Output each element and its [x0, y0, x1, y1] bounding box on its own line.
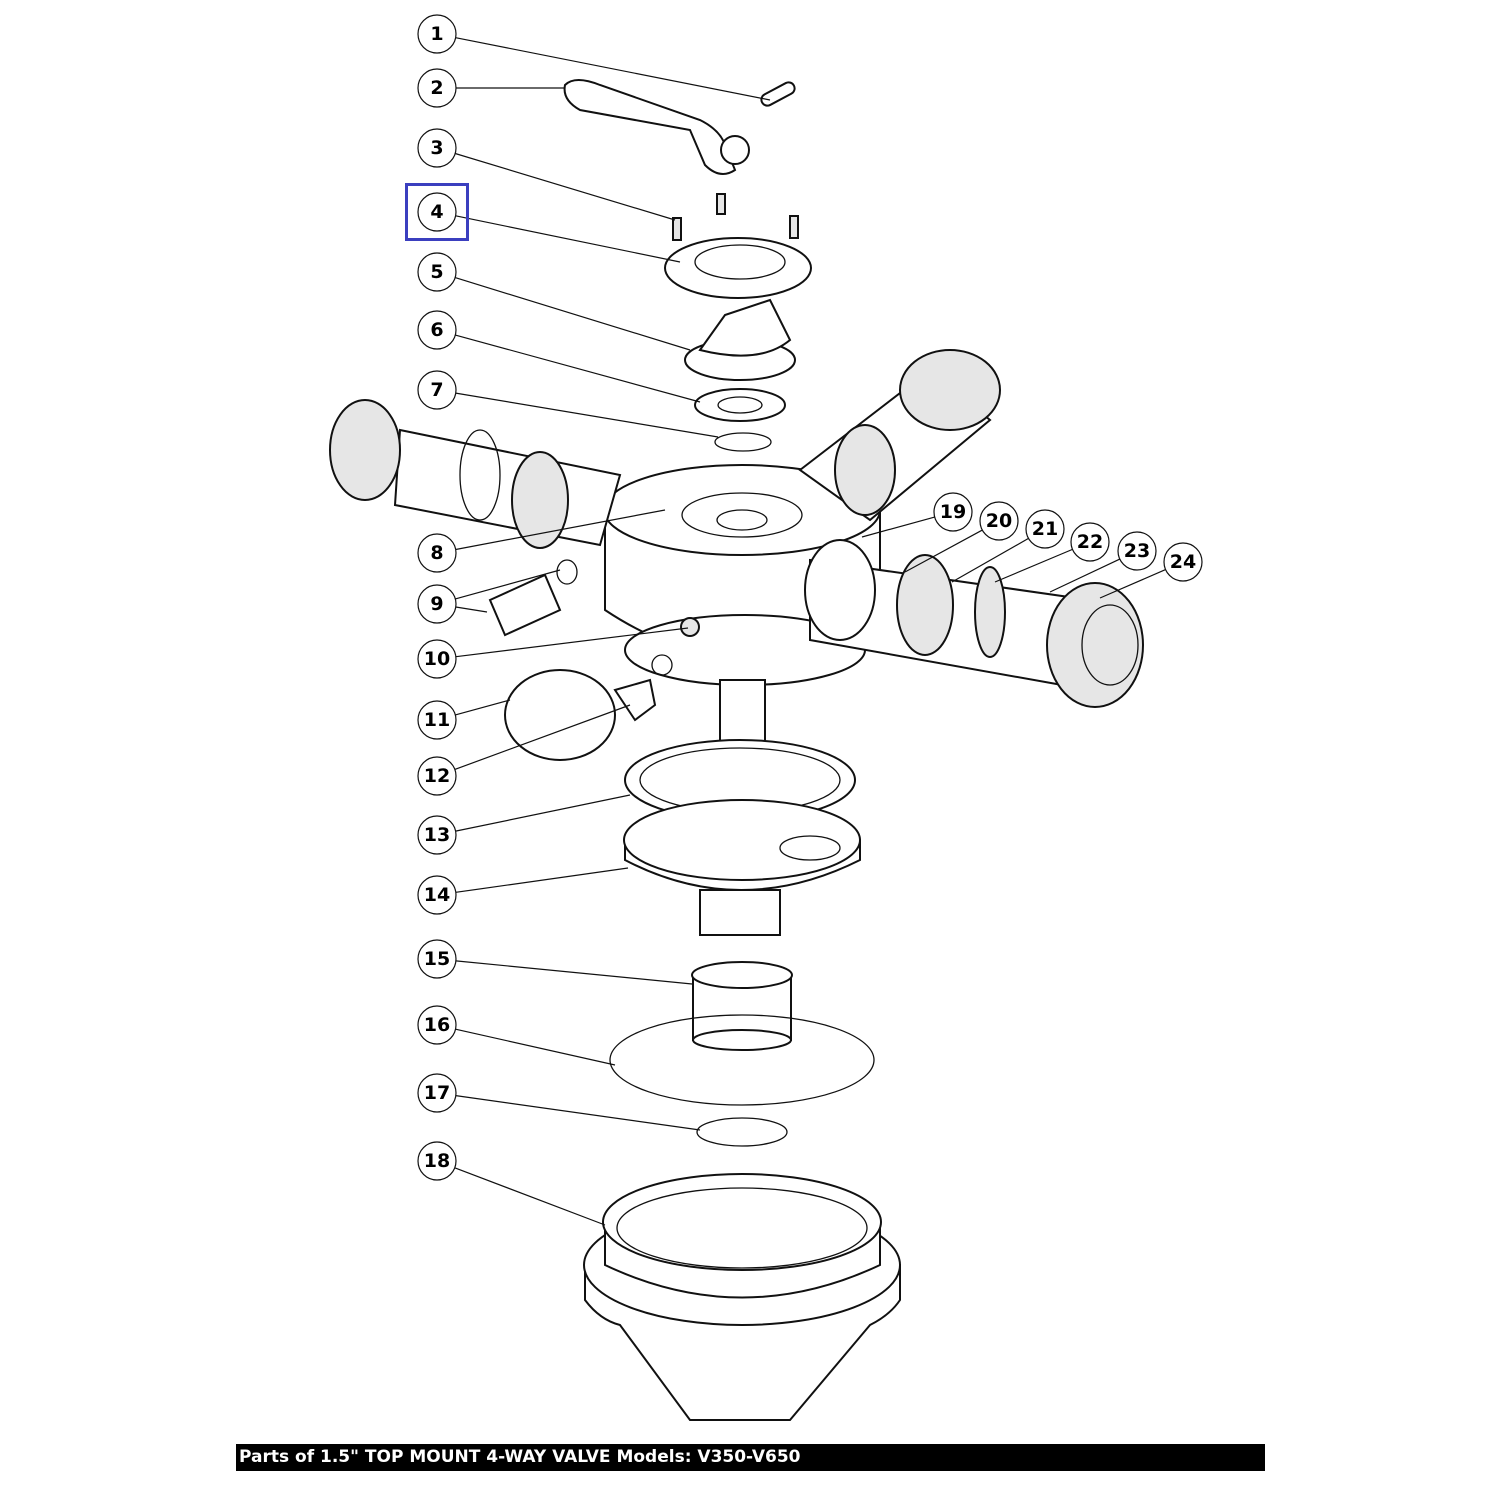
callout-label-7: 7	[430, 379, 443, 401]
leader-line	[951, 537, 1029, 583]
leader-line	[1099, 569, 1166, 599]
callout-circle-16	[417, 1005, 457, 1045]
callout-circle-10	[417, 639, 457, 679]
leader-line	[455, 1095, 701, 1131]
leader-line	[455, 606, 488, 613]
valve-parts	[329, 79, 1144, 1421]
leader-line	[454, 704, 631, 771]
callout-circle-3	[417, 128, 457, 168]
part-small-o-ring	[696, 1117, 788, 1147]
callout-circle-11	[417, 700, 457, 740]
callout-label-5: 5	[430, 261, 443, 283]
callout-circle-6	[417, 310, 457, 350]
diagram-caption: Parts of 1.5" TOP MOUNT 4-WAY VALVE Mode…	[236, 1444, 1265, 1471]
part-adapter	[691, 961, 793, 1051]
callout-label-17: 17	[424, 1082, 450, 1104]
callout-circle-5	[417, 252, 457, 292]
part-o-ring	[714, 432, 772, 452]
callout-label-21: 21	[1032, 518, 1058, 540]
callout-label-11: 11	[424, 709, 450, 731]
part-plug	[680, 617, 700, 637]
leader-line	[455, 569, 561, 600]
callout-label-2: 2	[430, 77, 443, 99]
leader-line	[455, 794, 631, 832]
leader-line	[454, 277, 691, 351]
leader-line	[455, 509, 666, 551]
callout-circle-4	[417, 192, 457, 232]
leader-line	[455, 1028, 616, 1066]
part-left-union	[329, 399, 622, 549]
callout-label-8: 8	[430, 542, 443, 564]
leader-line	[455, 960, 693, 985]
callout-label-20: 20	[986, 510, 1012, 532]
leader-line	[455, 627, 689, 658]
callout-circle-21	[1025, 509, 1065, 549]
callout-circle-13	[417, 815, 457, 855]
callout-circle-1	[417, 14, 457, 54]
callout-label-14: 14	[424, 884, 450, 906]
leader-line	[455, 392, 719, 438]
callout-label-12: 12	[424, 765, 450, 787]
callout-label-16: 16	[424, 1014, 450, 1036]
callout-circle-17	[417, 1073, 457, 1113]
leader-line	[904, 529, 983, 573]
leader-line	[455, 867, 629, 893]
callout-circle-20	[979, 501, 1019, 541]
leader-line	[455, 699, 511, 716]
callout-label-23: 23	[1124, 540, 1150, 562]
callout-circle-2	[417, 68, 457, 108]
leader-line	[994, 548, 1073, 583]
callout-label-18: 18	[424, 1150, 450, 1172]
callout-circle-9	[417, 584, 457, 624]
part-gauge	[504, 669, 616, 761]
callout-4-highlight	[405, 183, 469, 241]
callout-circle-23	[1117, 531, 1157, 571]
part-handle	[563, 79, 737, 175]
callout-label-1: 1	[430, 23, 443, 45]
leader-line	[455, 215, 681, 263]
part-right-top-union	[798, 349, 1001, 522]
callout-circle-15	[417, 939, 457, 979]
callout-circle-18	[417, 1141, 457, 1181]
callout-label-24: 24	[1170, 551, 1196, 573]
part-pin	[760, 81, 796, 107]
callout-circle-19	[933, 492, 973, 532]
callout-circle-24	[1163, 542, 1203, 582]
part-large-o-ring	[609, 1014, 875, 1106]
callout-label-3: 3	[430, 137, 443, 159]
callout-circle-14	[417, 875, 457, 915]
callout-circle-7	[417, 370, 457, 410]
callout-label-19: 19	[940, 501, 966, 523]
callout-label-10: 10	[424, 648, 450, 670]
leader-line	[1049, 558, 1121, 593]
callout-circle-12	[417, 756, 457, 796]
part-handle-hub	[720, 135, 750, 165]
callout-label-15: 15	[424, 948, 450, 970]
callout-label-9: 9	[430, 593, 443, 615]
callout-label-13: 13	[424, 824, 450, 846]
part-rotor	[623, 799, 861, 936]
leader-line	[454, 1167, 606, 1226]
part-washer	[694, 388, 786, 422]
leader-line	[455, 152, 676, 221]
callout-label-22: 22	[1077, 531, 1103, 553]
callout-circle-8	[417, 533, 457, 573]
part-drain-fitting	[488, 573, 562, 637]
callout-label-4: 4	[430, 201, 443, 223]
callout-circle-22	[1070, 522, 1110, 562]
part-plate	[664, 237, 812, 299]
leader-line	[455, 334, 701, 403]
leader-line	[861, 516, 935, 538]
part-right-union	[804, 539, 1144, 708]
leader-line	[455, 37, 771, 101]
part-tank-adapter	[583, 1173, 901, 1421]
callout-label-6: 6	[430, 319, 443, 341]
